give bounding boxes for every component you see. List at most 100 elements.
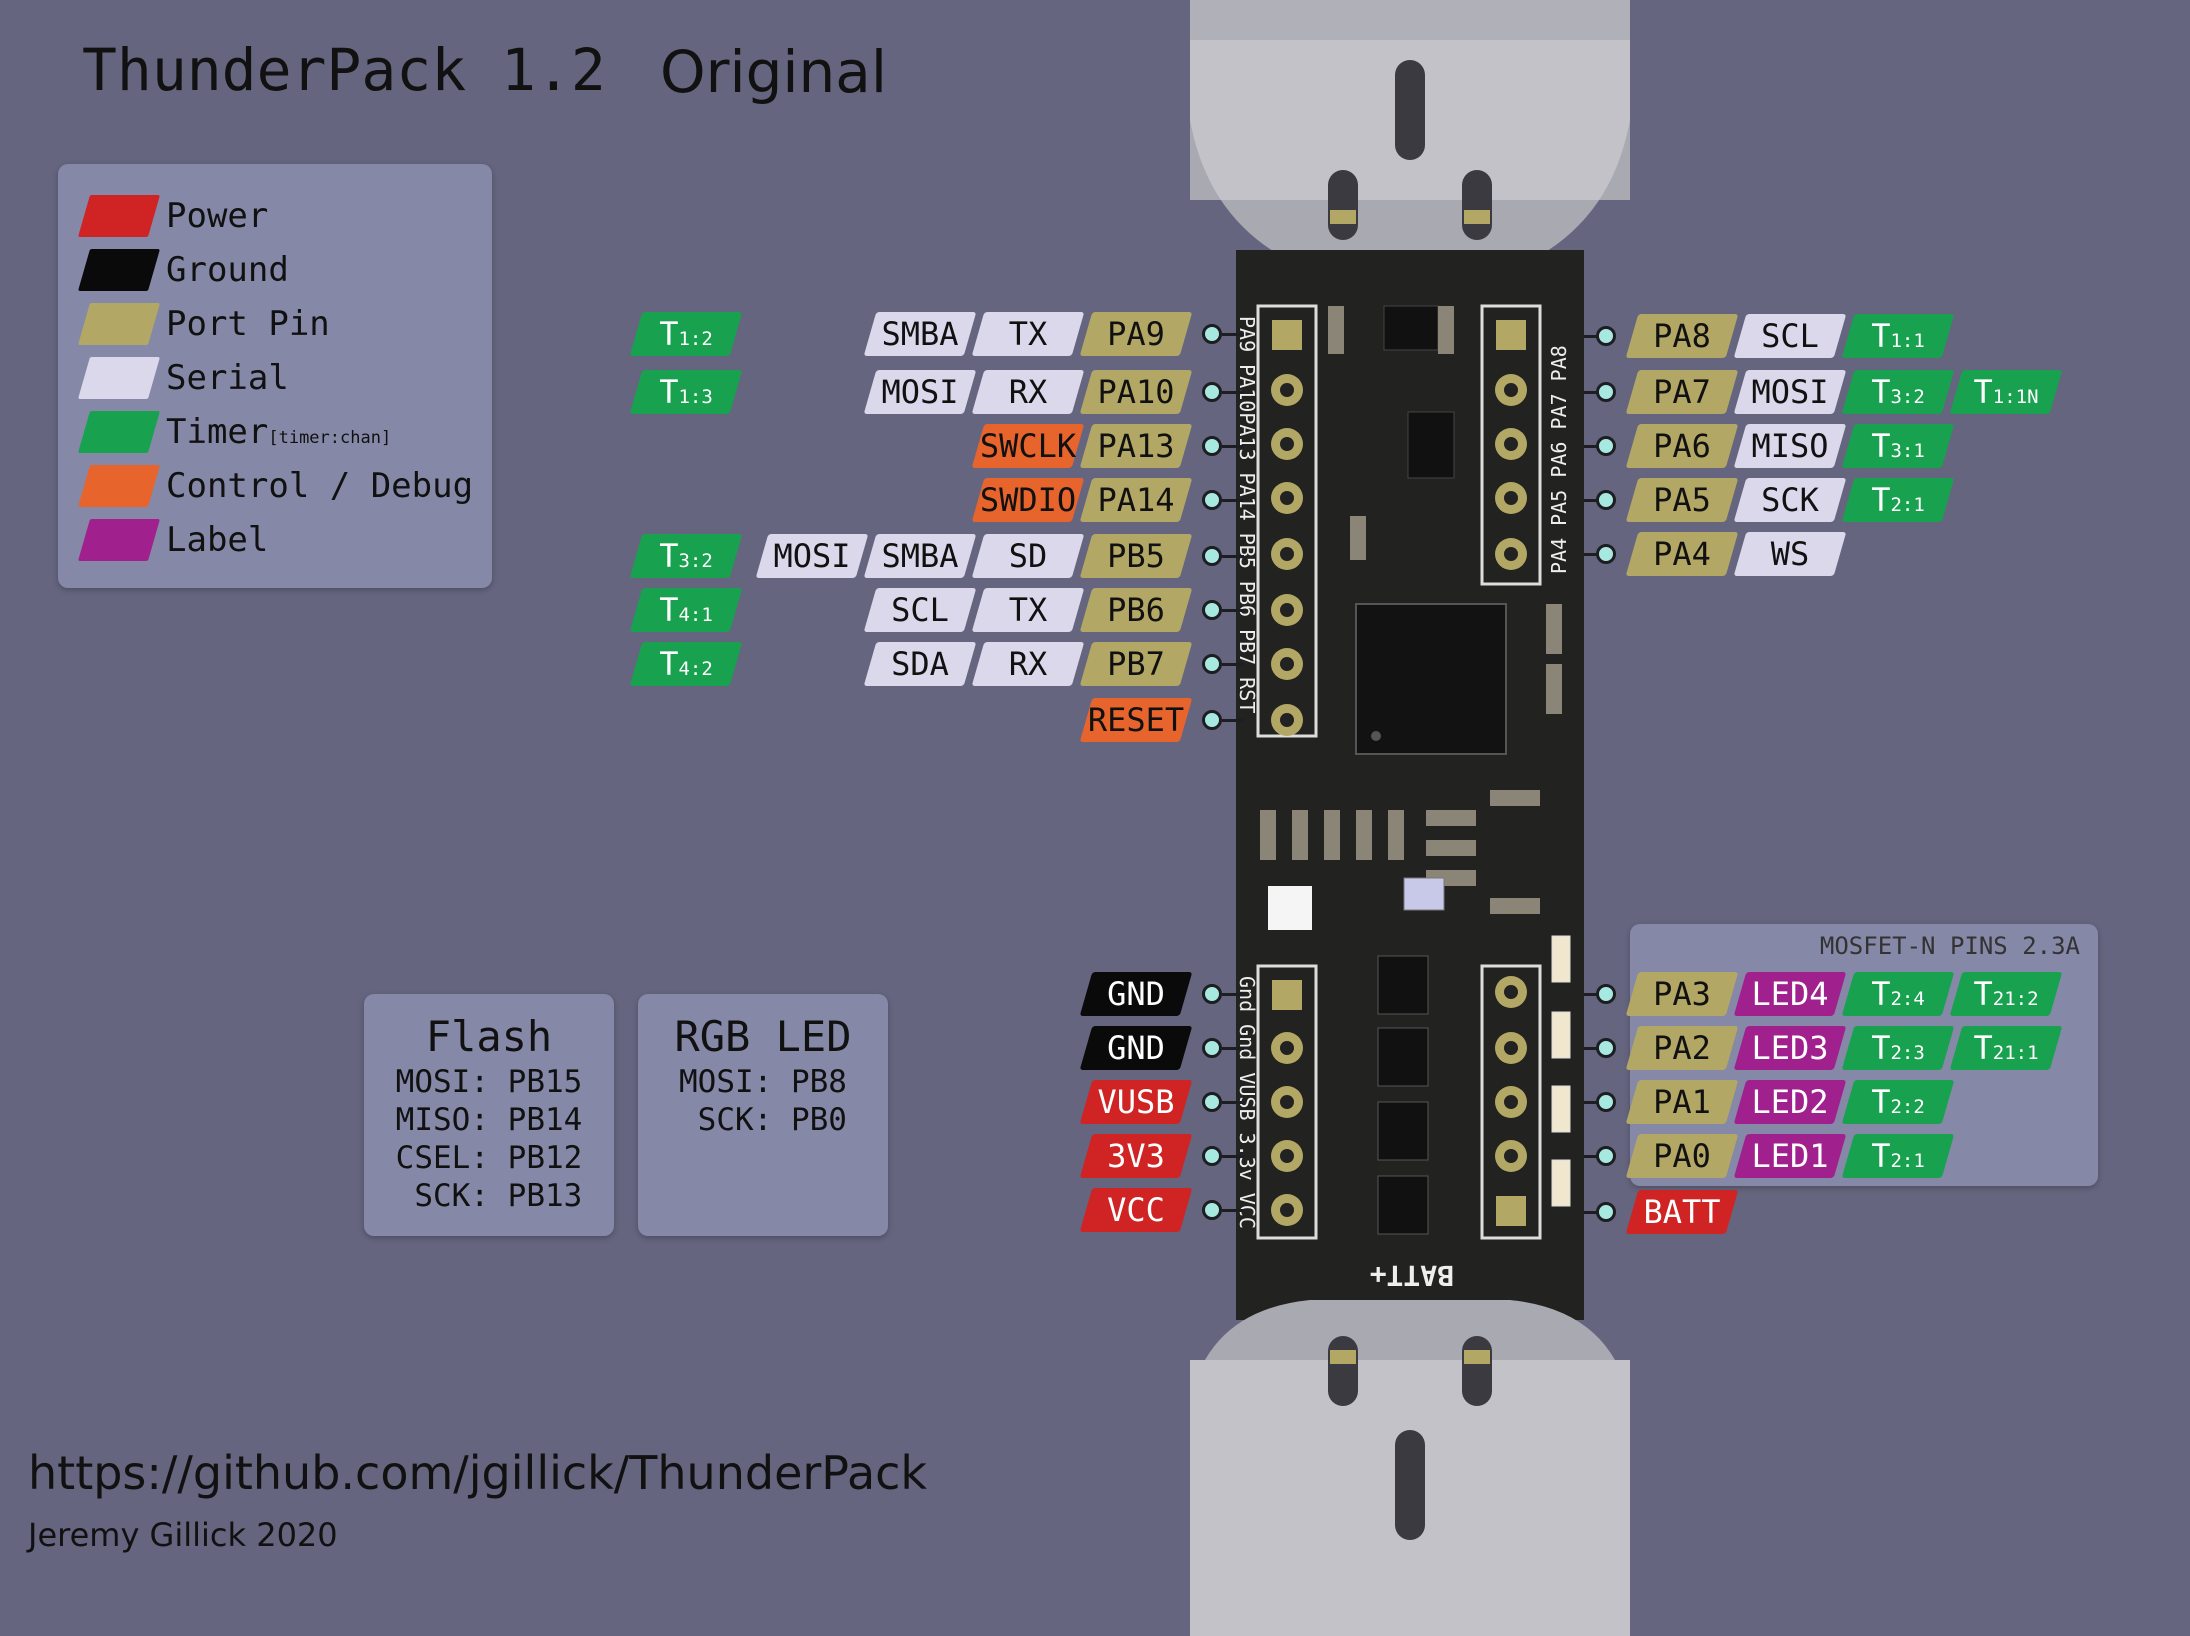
left-pin-7-dot xyxy=(1202,710,1222,730)
right-pin-7-tag-timer: T2:2 xyxy=(1841,1080,1955,1124)
tag-text: VUSB xyxy=(1097,1083,1175,1121)
left-pin-10-dot xyxy=(1202,1092,1222,1112)
tag-subscript: 2:3 xyxy=(1890,1042,1925,1064)
power-header xyxy=(1256,964,1318,1240)
right-pin-8-tag-port: PA0 xyxy=(1625,1134,1739,1178)
flash-line: MOSI: PB15 xyxy=(395,1064,583,1100)
tag-subscript: 3:1 xyxy=(1890,440,1925,462)
left-pin-4-connector xyxy=(1222,555,1244,558)
tag-text: T1:2 xyxy=(659,315,713,353)
right-pin-0-dot xyxy=(1596,326,1616,346)
right-pin-2-connector xyxy=(1584,445,1606,448)
tag-subscript: 4:2 xyxy=(678,658,713,680)
right-pin-8-dot xyxy=(1596,1146,1616,1166)
left-pin-8-dot xyxy=(1202,984,1222,1004)
tag-text: LED1 xyxy=(1751,1137,1829,1175)
tag-text: T3:2 xyxy=(1871,373,1925,411)
left-pin-6-dot xyxy=(1202,654,1222,674)
left-pin-1-dot xyxy=(1202,382,1222,402)
author-credit: Jeremy Gillick 2020 xyxy=(28,1516,338,1554)
right-pin-6-tag-port: PA2 xyxy=(1625,1026,1739,1070)
capacitor xyxy=(1388,810,1404,860)
legend-label-power: Power xyxy=(166,196,269,236)
left-pin-0-tag-serial: TX xyxy=(971,312,1085,356)
legend-item-power: Power xyxy=(77,192,269,240)
tag-text: SCK xyxy=(1761,481,1819,519)
tag-text: LED3 xyxy=(1751,1029,1829,1067)
right-pin-8-tag-label: LED1 xyxy=(1733,1134,1847,1178)
right-pin-5-tag-timer: T2:4 xyxy=(1841,972,1955,1016)
left-pin-2-tag-ctrl: SWCLK xyxy=(971,424,1085,468)
right-pin-5-tag-timer: T21:2 xyxy=(1949,972,2063,1016)
tag-subscript: 1:2 xyxy=(678,328,713,350)
bottom-battery-holder xyxy=(1190,1300,1630,1636)
tag-text: VCC xyxy=(1107,1191,1165,1229)
right-pin-2-tag-serial: MISO xyxy=(1733,424,1847,468)
left-pin-5-tag-port: PB6 xyxy=(1079,588,1193,632)
left-pin-1-connector xyxy=(1222,391,1244,394)
right-pin-3-tag-serial: SCK xyxy=(1733,478,1847,522)
left-pin-4-tag-serial: SD xyxy=(971,534,1085,578)
tag-text: RX xyxy=(1008,373,1048,411)
tag-text: MISO xyxy=(1751,427,1829,465)
tag-subscript: 3:2 xyxy=(1890,386,1925,408)
project-url[interactable]: https://github.com/jgillick/ThunderPack xyxy=(28,1446,928,1500)
left-pin-1-tag-serial: RX xyxy=(971,370,1085,414)
rgb-led-d9 xyxy=(1268,886,1312,930)
tag-subscript: 1:3 xyxy=(678,386,713,408)
right-pin-3-dot xyxy=(1596,490,1616,510)
tag-subscript: 21:1 xyxy=(1992,1042,2039,1064)
header-hole xyxy=(1280,547,1294,561)
capacitor xyxy=(1490,790,1540,806)
tag-text: T1:1 xyxy=(1871,317,1925,355)
right-pin-0-connector xyxy=(1584,335,1606,338)
left-pin-11-tag-power: 3V3 xyxy=(1079,1134,1193,1178)
header-hole xyxy=(1280,603,1294,617)
mosfet xyxy=(1377,1101,1429,1161)
mcu-pin1-dot xyxy=(1371,731,1381,741)
right-pin-1-tag-timer: T1:1N xyxy=(1949,370,2063,414)
right-pin-8-connector xyxy=(1584,1155,1606,1158)
tag-text: LED4 xyxy=(1751,975,1829,1013)
rgb-led-lines: MOSI: PB8 SCK: PB0 xyxy=(679,1063,847,1139)
header-hole xyxy=(1504,491,1518,505)
right-pin-7-tag-port: PA1 xyxy=(1625,1080,1739,1124)
right-pin-3-connector xyxy=(1584,499,1606,502)
right-pin-2-tag-port: PA6 xyxy=(1625,424,1739,468)
legend-label-timer-text: Timer xyxy=(166,412,269,452)
tag-text: RESET xyxy=(1087,701,1185,739)
tag-text: SCL xyxy=(891,591,949,629)
left-pin-4-tag-port: PB5 xyxy=(1079,534,1193,578)
tag-text: 3V3 xyxy=(1107,1137,1165,1175)
left-pin-10-connector xyxy=(1222,1101,1244,1104)
tag-text: SDA xyxy=(891,645,949,683)
right-pin-6-tag-label: LED3 xyxy=(1733,1026,1847,1070)
header-pad xyxy=(1496,320,1526,350)
right-pin-1-tag-port: PA7 xyxy=(1625,370,1739,414)
left-pin-6-connector xyxy=(1222,663,1244,666)
holder-edge xyxy=(1190,0,1630,40)
left-pin-4-tag-timer: T3:2 xyxy=(629,534,743,578)
tag-text: T2:2 xyxy=(1871,1083,1925,1121)
legend-label-serial: Serial xyxy=(166,358,289,398)
left-pin-5-tag-serial: SCL xyxy=(863,588,977,632)
tag-text: PA14 xyxy=(1097,481,1175,519)
right-pin-2-dot xyxy=(1596,436,1616,456)
left-pin-6-tag-port: PB7 xyxy=(1079,642,1193,686)
tag-text: PB7 xyxy=(1107,645,1165,683)
right-pin-3-tag-timer: T2:1 xyxy=(1841,478,1955,522)
tag-text: SMBA xyxy=(881,537,959,575)
right-pin-1-tag-serial: MOSI xyxy=(1733,370,1847,414)
left-pin-12-connector xyxy=(1222,1209,1244,1212)
right-pin-9-dot xyxy=(1596,1202,1616,1222)
left-pin-3-connector xyxy=(1222,499,1244,502)
legend-label-timer: Timer[timer:chan] xyxy=(166,412,391,452)
right-pin-0-tag-serial: SCL xyxy=(1733,314,1847,358)
right-pin-0-tag-timer: T1:1 xyxy=(1841,314,1955,358)
header-pad xyxy=(1272,320,1302,350)
left-pin-4-tag-serial: SMBA xyxy=(863,534,977,578)
tag-text: SCL xyxy=(1761,317,1819,355)
tag-text: PA3 xyxy=(1653,975,1711,1013)
tag-text: PA10 xyxy=(1097,373,1175,411)
